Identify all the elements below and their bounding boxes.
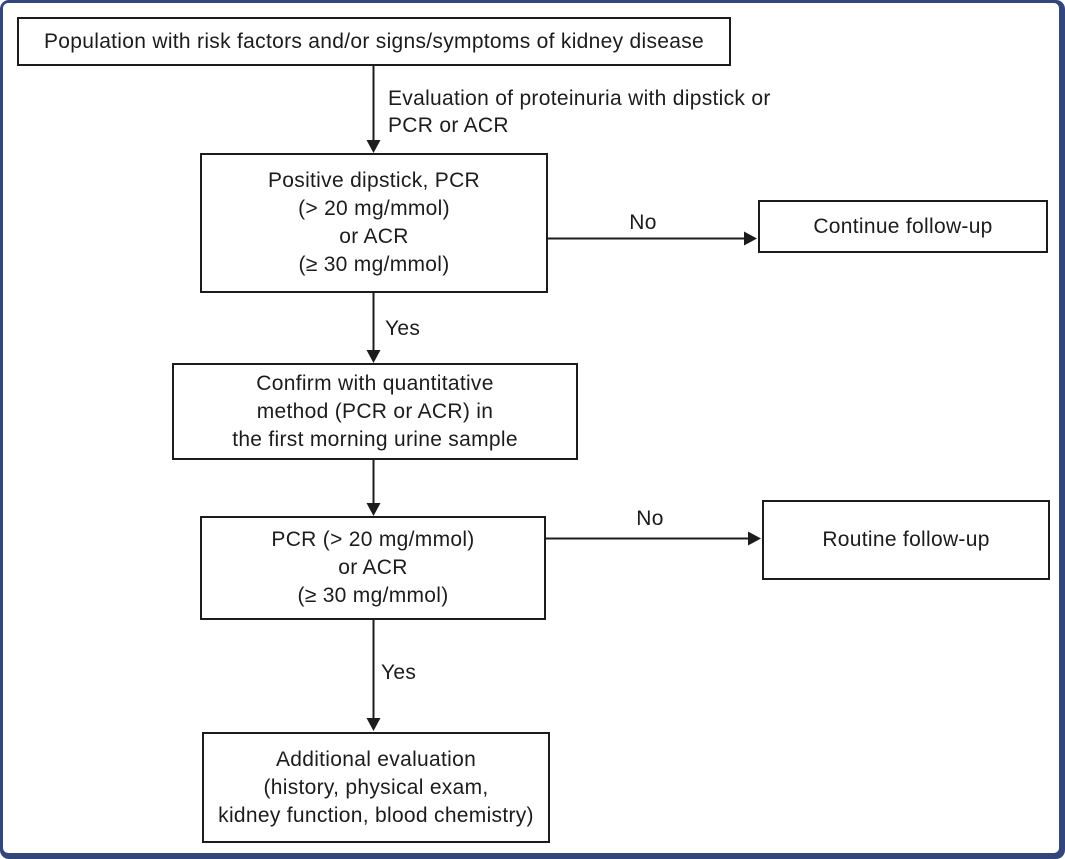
node-routine-followup: Routine follow-up [762,500,1050,580]
edge-label-no-2: No [636,507,664,530]
node-continue-followup: Continue follow-up [758,200,1048,253]
edge-label-yes-1: Yes [385,317,421,340]
arrow-confirm-to-pcr [366,460,381,516]
edge-label-yes-2: Yes [381,661,417,684]
arrow-dipstick-to-continue-followup [548,231,757,246]
node-positive-dipstick: Positive dipstick, PCR (> 20 mg/mmol) or… [200,153,548,293]
arrow-population-to-dipstick [366,66,381,153]
edge-label-no-1: No [629,211,657,234]
arrow-pcr-to-additional-eval [366,620,381,731]
node-additional-evaluation: Additional evaluation (history, physical… [202,732,550,843]
node-population: Population with risk factors and/or sign… [17,17,731,66]
arrow-pcr-to-routine-followup [546,531,761,546]
edge-label-evaluation: Evaluation of proteinuria with dipstick … [388,87,771,137]
node-confirm-quantitative: Confirm with quantitative method (PCR or… [172,363,578,460]
arrow-dipstick-to-confirm [366,293,381,363]
node-pcr-acr: PCR (> 20 mg/mmol) or ACR (≥ 30 mg/mmol) [200,516,546,620]
